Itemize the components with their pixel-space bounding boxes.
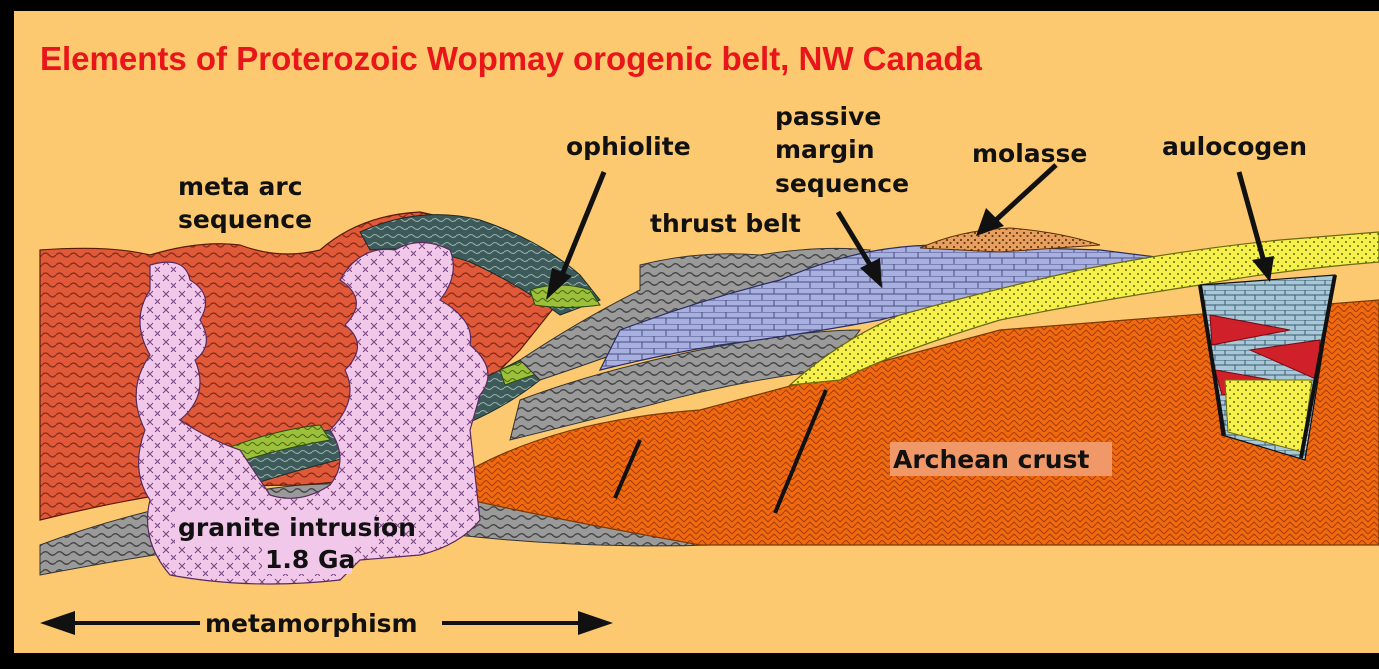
label-meta-arc-line1: meta arc (178, 172, 303, 201)
label-passive-line1: passive (775, 102, 881, 131)
label-ophiolite: ophiolite (566, 132, 691, 161)
label-metamorphism: metamorphism (205, 609, 418, 638)
label-thrust-belt: thrust belt (650, 209, 801, 238)
diagram-title: Elements of Proterozoic Wopmay orogenic … (40, 40, 983, 77)
label-molasse: molasse (972, 139, 1087, 168)
label-passive-line3: sequence (775, 169, 909, 198)
label-aulocogen: aulocogen (1162, 132, 1307, 161)
label-archean-crust: Archean crust (893, 445, 1089, 474)
label-meta-arc-line2: sequence (178, 205, 312, 234)
label-passive-line2: margin (775, 135, 875, 164)
label-granite-line2: 1.8 Ga (265, 545, 355, 574)
label-granite-line1: granite intrusion (178, 513, 416, 542)
